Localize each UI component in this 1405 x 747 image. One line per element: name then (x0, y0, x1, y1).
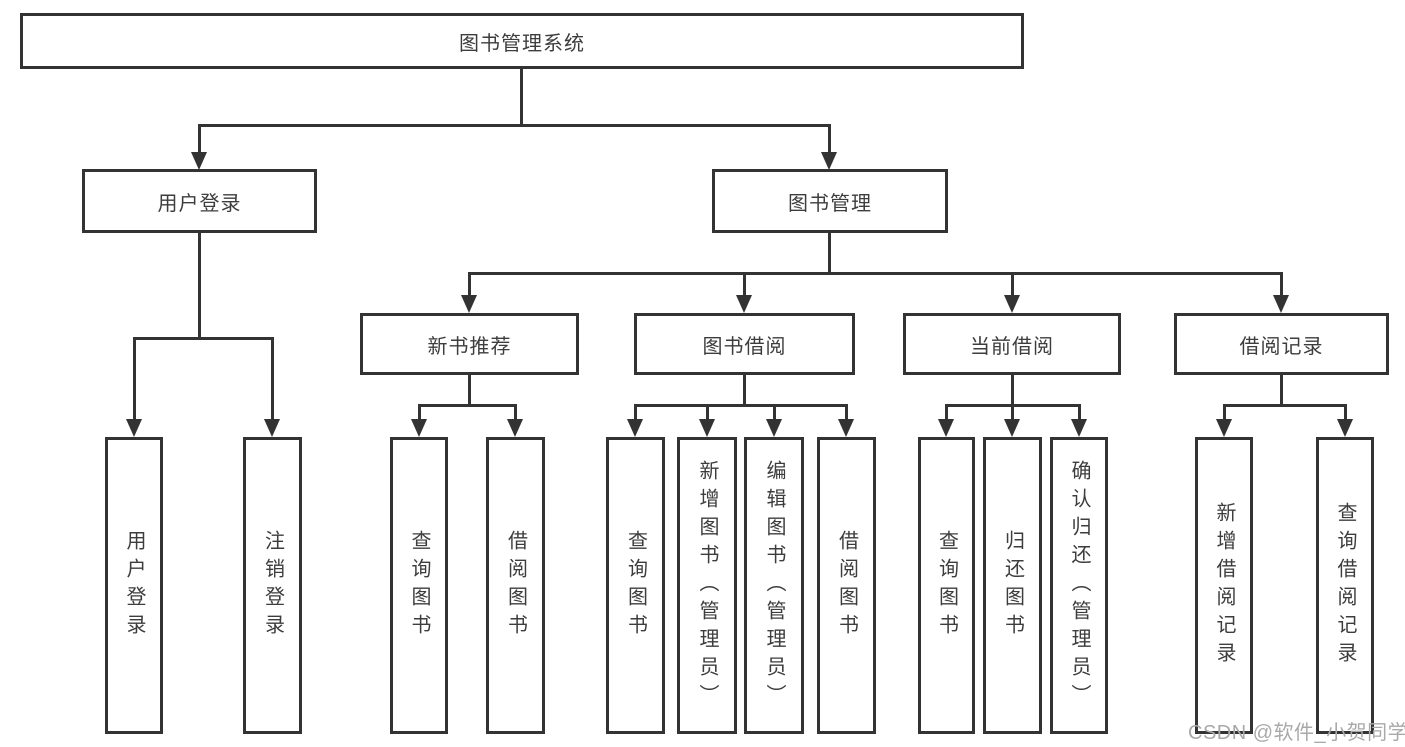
arrowhead-user-login-icon (191, 152, 207, 170)
node-book-borrow: 图书借阅 (634, 313, 855, 375)
arrowhead-nb-borrow-icon (507, 419, 523, 437)
connector-arrow-br-add-line (1223, 404, 1226, 420)
connector-arrow-book-borrow-line (743, 272, 746, 298)
leaf-add-borrow-record-label: 新增借阅记录 (1213, 501, 1235, 670)
leaf-query-borrow-record: 查询借阅记录 (1316, 437, 1374, 734)
arrowhead-nb-query-icon (411, 419, 427, 437)
leaf-borrow-books-label: 借阅图书 (835, 529, 858, 642)
connector-user-login-stem (198, 233, 201, 339)
leaf-edit-books-admin-label: 编辑图书（管理员） (763, 459, 785, 712)
node-book-management-label: 图书管理 (788, 192, 872, 215)
connector-arrow-new-book-line (468, 272, 471, 298)
leaf-query-books-current: 查询图书 (918, 437, 975, 734)
connector-arrow-cb-confirm-line (1078, 404, 1081, 420)
node-borrow-record-label: 借阅记录 (1239, 335, 1324, 358)
connector-arrow-br-query-line (1344, 404, 1347, 420)
connector-arrow-borrow-record-line (1280, 272, 1283, 298)
connector-new-book-split (418, 404, 517, 407)
leaf-return-books: 归还图书 (983, 437, 1042, 734)
watermark: CSDN @软件_小贺同学 (1188, 722, 1405, 744)
connector-arrow-bb-query-line (634, 404, 637, 420)
arrowhead-bb-add-icon (699, 419, 715, 437)
node-new-book-recommend-label: 新书推荐 (427, 335, 512, 358)
leaf-return-books-label: 归还图书 (1001, 529, 1024, 642)
connector-user-login-split (133, 337, 274, 340)
leaf-confirm-return-admin: 确认归还（管理员） (1050, 437, 1108, 734)
arrowhead-cb-query-icon (938, 419, 954, 437)
arrowhead-br-query-icon (1337, 419, 1353, 437)
arrowhead-book-borrow-icon (736, 295, 752, 313)
node-borrow-record: 借阅记录 (1174, 313, 1389, 375)
node-book-management: 图书管理 (712, 169, 948, 233)
connector-new-book-stem (468, 375, 471, 406)
connector-arrow-book-management-line (828, 124, 831, 155)
arrowhead-current-borrow-icon (1004, 295, 1020, 313)
leaf-add-books-admin: 新增图书（管理员） (677, 437, 737, 734)
connector-root-split (198, 124, 831, 127)
connector-arrow-nb-query-line (418, 404, 421, 420)
leaf-query-books-current-label: 查询图书 (935, 529, 958, 642)
connector-book-borrow-split (634, 404, 847, 407)
arrowhead-bb-borrow-icon (838, 419, 854, 437)
leaf-query-books-recommend: 查询图书 (390, 437, 448, 734)
arrowhead-leaf-login-icon (126, 419, 142, 437)
connector-current-borrow-stem (1011, 375, 1014, 406)
connector-arrow-current-borrow-line (1011, 272, 1014, 298)
connector-borrow-record-stem (1280, 375, 1283, 406)
connector-arrow-leaf-login-line (133, 337, 136, 422)
node-book-borrow-label: 图书借阅 (702, 335, 787, 358)
node-root: 图书管理系统 (20, 13, 1024, 69)
leaf-query-books-borrow: 查询图书 (606, 437, 665, 734)
connector-book-borrow-stem (743, 375, 746, 406)
leaf-borrow-books-recommend-label: 借阅图书 (504, 529, 527, 642)
leaf-user-login-label: 用户登录 (123, 529, 145, 642)
leaf-borrow-books: 借阅图书 (817, 437, 876, 734)
arrowhead-borrow-record-icon (1273, 295, 1289, 313)
connector-arrow-cb-query-line (945, 404, 948, 420)
connector-arrow-user-login-line (198, 124, 201, 155)
leaf-confirm-return-admin-label: 确认归还（管理员） (1068, 459, 1090, 712)
connector-arrow-bb-edit-line (773, 404, 776, 420)
node-user-login: 用户登录 (82, 169, 317, 233)
node-user-login-label: 用户登录 (157, 192, 242, 215)
node-current-borrow: 当前借阅 (903, 313, 1121, 375)
leaf-user-login: 用户登录 (105, 437, 163, 734)
leaf-borrow-books-recommend: 借阅图书 (486, 437, 545, 734)
arrowhead-br-add-icon (1216, 419, 1232, 437)
leaf-query-books-borrow-label: 查询图书 (624, 529, 647, 642)
connector-borrow-record-split (1223, 404, 1346, 407)
node-root-label: 图书管理系统 (459, 32, 585, 55)
arrowhead-cb-return-icon (1004, 419, 1020, 437)
arrowhead-leaf-logout-icon (264, 419, 280, 437)
leaf-edit-books-admin: 编辑图书（管理员） (744, 437, 804, 734)
connector-book-management-split (468, 272, 1282, 275)
connector-arrow-bb-add-line (706, 404, 709, 420)
leaf-add-books-admin-label: 新增图书（管理员） (696, 459, 718, 712)
node-new-book-recommend: 新书推荐 (360, 313, 579, 375)
leaf-query-borrow-record-label: 查询借阅记录 (1334, 501, 1356, 670)
leaf-logout-label: 注销登录 (261, 529, 284, 642)
connector-arrow-leaf-logout-line (271, 337, 274, 422)
node-current-borrow-label: 当前借阅 (970, 335, 1054, 358)
connector-book-management-stem (828, 233, 831, 275)
arrowhead-new-book-icon (461, 295, 477, 313)
connector-arrow-bb-borrow-line (845, 404, 848, 420)
connector-arrow-nb-borrow-line (514, 404, 517, 420)
arrowhead-bb-query-icon (627, 419, 643, 437)
connector-arrow-cb-return-line (1011, 404, 1014, 420)
arrowhead-bb-edit-icon (766, 419, 782, 437)
leaf-query-books-recommend-label: 查询图书 (408, 529, 430, 642)
leaf-logout: 注销登录 (243, 437, 302, 734)
arrowhead-cb-confirm-icon (1071, 419, 1087, 437)
connector-root-stem (520, 69, 523, 126)
arrowhead-book-management-icon (821, 152, 837, 170)
leaf-add-borrow-record: 新增借阅记录 (1195, 437, 1253, 734)
